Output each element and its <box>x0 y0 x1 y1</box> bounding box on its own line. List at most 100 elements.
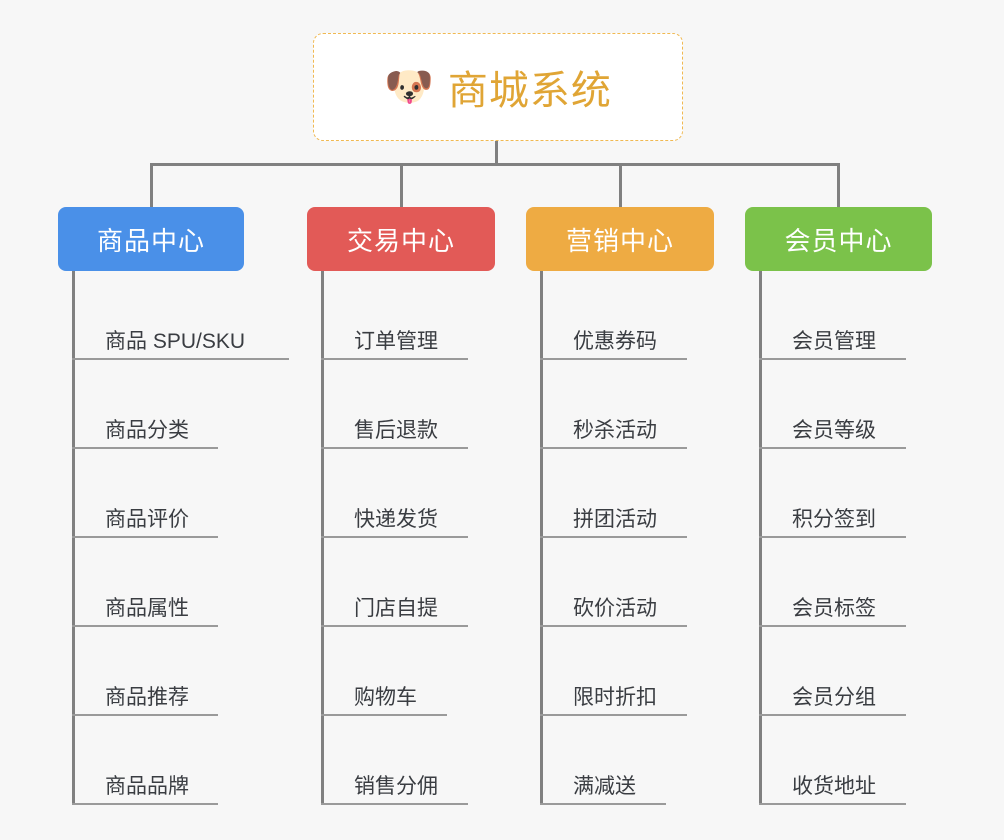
leaf-label: 商品评价 <box>105 507 189 531</box>
leaf-label: 商品推荐 <box>105 685 189 709</box>
leaf-label: 会员标签 <box>792 596 876 620</box>
leaf-item[interactable]: 会员标签 <box>745 538 932 627</box>
leaf-underline <box>72 536 218 538</box>
root-trunk-connector <box>495 141 498 166</box>
branch-header-label: 交易中心 <box>346 225 455 256</box>
leaf-item[interactable]: 砍价活动 <box>526 538 714 627</box>
leaf-label: 门店自提 <box>354 596 438 620</box>
leaf-item[interactable]: 商品 SPU/SKU <box>58 271 289 360</box>
leaf-item[interactable]: 会员分组 <box>745 627 932 716</box>
leaf-underline <box>72 625 218 627</box>
leaf-item[interactable]: 订单管理 <box>307 271 495 360</box>
shiba-dog-face-icon: 🐶 <box>384 65 434 109</box>
leaf-underline <box>540 625 687 627</box>
leaf-underline <box>72 447 218 449</box>
leaf-label: 订单管理 <box>354 329 438 353</box>
branch-bus-connector <box>150 163 840 166</box>
leaf-underline <box>321 625 468 627</box>
branch-marketing-center: 营销中心 优惠券码 秒杀活动 拼团活动 砍价活动 限时折扣 <box>526 207 714 805</box>
leaf-list-member-center: 会员管理 会员等级 积分签到 会员标签 会员分组 收货地址 <box>745 271 932 805</box>
leaf-item[interactable]: 收货地址 <box>745 716 932 805</box>
branch-spine-0 <box>72 271 75 805</box>
leaf-item[interactable]: 会员管理 <box>745 271 932 360</box>
leaf-underline <box>540 358 687 360</box>
leaf-label: 售后退款 <box>354 418 438 442</box>
leaf-item[interactable]: 限时折扣 <box>526 627 714 716</box>
leaf-item[interactable]: 商品推荐 <box>58 627 244 716</box>
leaf-label: 秒杀活动 <box>573 418 657 442</box>
branch-header-marketing-center[interactable]: 营销中心 <box>526 207 714 271</box>
leaf-label: 会员等级 <box>792 418 876 442</box>
leaf-item[interactable]: 优惠券码 <box>526 271 714 360</box>
leaf-item[interactable]: 购物车 <box>307 627 495 716</box>
leaf-item[interactable]: 快递发货 <box>307 449 495 538</box>
branch-header-product-center[interactable]: 商品中心 <box>58 207 244 271</box>
leaf-item[interactable]: 商品评价 <box>58 449 244 538</box>
leaf-underline <box>759 358 906 360</box>
leaf-underline <box>759 447 906 449</box>
branch-header-label: 会员中心 <box>784 225 893 256</box>
leaf-underline <box>321 358 468 360</box>
root-node-title: 商城系统 <box>447 69 612 113</box>
branch-drop-connector-2 <box>619 163 622 209</box>
leaf-label: 商品属性 <box>105 596 189 620</box>
leaf-list-trade-center: 订单管理 售后退款 快递发货 门店自提 购物车 销售分佣 <box>307 271 495 805</box>
leaf-item[interactable]: 满减送 <box>526 716 714 805</box>
leaf-underline <box>321 536 468 538</box>
leaf-label: 购物车 <box>354 685 417 709</box>
leaf-label: 商品品牌 <box>105 774 189 798</box>
leaf-underline <box>759 803 906 805</box>
branch-trade-center: 交易中心 订单管理 售后退款 快递发货 门店自提 购物车 <box>307 207 495 805</box>
leaf-label: 会员管理 <box>792 329 876 353</box>
leaf-underline <box>759 625 906 627</box>
branch-header-trade-center[interactable]: 交易中心 <box>307 207 495 271</box>
leaf-item[interactable]: 秒杀活动 <box>526 360 714 449</box>
leaf-underline <box>540 536 687 538</box>
branch-product-center: 商品中心 商品 SPU/SKU 商品分类 商品评价 商品属性 商品推荐 <box>58 207 289 805</box>
leaf-underline <box>540 447 687 449</box>
leaf-item[interactable]: 销售分佣 <box>307 716 495 805</box>
leaf-underline <box>321 714 447 716</box>
leaf-underline <box>540 803 666 805</box>
leaf-underline <box>759 536 906 538</box>
branch-header-label: 营销中心 <box>565 225 674 256</box>
leaf-item[interactable]: 拼团活动 <box>526 449 714 538</box>
leaf-underline <box>540 714 687 716</box>
leaf-item[interactable]: 售后退款 <box>307 360 495 449</box>
leaf-item[interactable]: 商品品牌 <box>58 716 244 805</box>
leaf-underline <box>72 803 218 805</box>
leaf-label: 商品分类 <box>105 418 189 442</box>
leaf-label: 限时折扣 <box>573 685 657 709</box>
leaf-label: 销售分佣 <box>354 774 438 798</box>
branch-drop-connector-0 <box>150 163 153 209</box>
leaf-label: 砍价活动 <box>573 596 657 620</box>
leaf-label: 拼团活动 <box>573 507 657 531</box>
leaf-underline <box>72 714 218 716</box>
leaf-item[interactable]: 会员等级 <box>745 360 932 449</box>
branch-spine-3 <box>759 271 762 805</box>
leaf-underline <box>759 714 906 716</box>
leaf-list-product-center: 商品 SPU/SKU 商品分类 商品评价 商品属性 商品推荐 商品品牌 <box>58 271 289 805</box>
leaf-label: 快递发货 <box>354 507 438 531</box>
leaf-label: 满减送 <box>573 774 636 798</box>
branch-header-member-center[interactable]: 会员中心 <box>745 207 932 271</box>
leaf-underline <box>321 447 468 449</box>
leaf-item[interactable]: 门店自提 <box>307 538 495 627</box>
branch-drop-connector-3 <box>837 163 840 209</box>
leaf-list-marketing-center: 优惠券码 秒杀活动 拼团活动 砍价活动 限时折扣 满减送 <box>526 271 714 805</box>
leaf-underline <box>321 803 468 805</box>
leaf-label: 收货地址 <box>792 774 876 798</box>
leaf-label: 商品 SPU/SKU <box>105 329 246 353</box>
branch-spine-1 <box>321 271 324 805</box>
branch-member-center: 会员中心 会员管理 会员等级 积分签到 会员标签 会员分组 <box>745 207 932 805</box>
root-node[interactable]: 🐶 商城系统 <box>313 33 683 141</box>
branch-spine-2 <box>540 271 543 805</box>
leaf-label: 会员分组 <box>792 685 876 709</box>
leaf-item[interactable]: 积分签到 <box>745 449 932 538</box>
branch-header-label: 商品中心 <box>96 225 205 256</box>
leaf-label: 优惠券码 <box>573 329 657 353</box>
leaf-underline <box>72 358 289 360</box>
leaf-item[interactable]: 商品分类 <box>58 360 244 449</box>
leaf-item[interactable]: 商品属性 <box>58 538 244 627</box>
